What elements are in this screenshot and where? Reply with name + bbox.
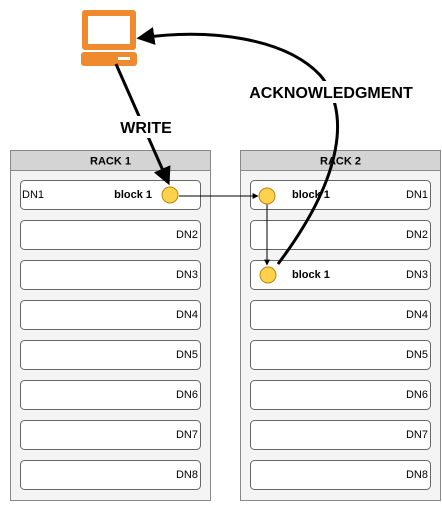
write-label-bg — [115, 116, 177, 138]
rack-1-node-dn6: DN6 — [20, 380, 201, 410]
acknowledgment-arrow — [136, 27, 339, 265]
block-1-rack1-dn1 — [161, 186, 179, 204]
node-label: DN6 — [406, 389, 428, 401]
node-label: DN5 — [176, 349, 198, 361]
rack-1: RACK 1 DN1 block 1 DN2 DN3 DN4 DN5 DN6 — [10, 150, 211, 501]
block-1-rack2-dn3 — [259, 266, 277, 284]
rack-1-node-dn4: DN4 — [20, 300, 201, 330]
rack-2-node-dn8: DN8 — [250, 460, 431, 490]
rack-1-title: RACK 1 — [90, 156, 131, 168]
rack-1-node-dn7: DN7 — [20, 420, 201, 450]
node-label: DN4 — [406, 309, 428, 321]
rack-2-node-dn2: DN2 — [250, 220, 431, 250]
node-label: DN7 — [406, 429, 428, 441]
block-label: block 1 — [292, 269, 330, 281]
rack-2-node-dn4: DN4 — [250, 300, 431, 330]
node-label: DN2 — [406, 229, 428, 241]
node-label: DN7 — [176, 429, 198, 441]
acknowledgment-label: ACKNOWLEDGMENT — [249, 85, 413, 102]
node-label: DN3 — [176, 269, 198, 281]
rack-2-node-dn1: block 1 DN1 — [250, 180, 431, 210]
node-label: DN1 — [406, 189, 428, 201]
desktop-computer-icon — [81, 10, 137, 66]
node-label: DN8 — [176, 469, 198, 481]
node-label: DN4 — [176, 309, 198, 321]
block-1-rack2-dn1 — [258, 187, 276, 205]
rack-2: RACK 2 block 1 DN1 DN2 block 1 DN3 DN4 D… — [240, 150, 441, 501]
rack-1-node-dn5: DN5 — [20, 340, 201, 370]
rack-2-node-dn5: DN5 — [250, 340, 431, 370]
rack-1-node-dn3: DN3 — [20, 260, 201, 290]
node-label: DN3 — [406, 269, 428, 281]
rack-1-node-dn1: DN1 block 1 — [20, 180, 201, 210]
node-label: DN6 — [176, 389, 198, 401]
rack-2-node-dn6: DN6 — [250, 380, 431, 410]
node-label: DN1 — [22, 189, 44, 201]
block-label: block 1 — [114, 189, 152, 201]
rack-1-node-dn8: DN8 — [20, 460, 201, 490]
rack-2-node-dn3: block 1 DN3 — [250, 260, 431, 290]
node-label: DN2 — [176, 229, 198, 241]
block-label: block 1 — [292, 189, 330, 201]
node-label: DN8 — [406, 469, 428, 481]
write-label: WRITE — [120, 120, 172, 137]
acknowledgment-label-bg — [236, 81, 426, 103]
node-label: DN5 — [406, 349, 428, 361]
rack-2-node-dn7: DN7 — [250, 420, 431, 450]
rack-2-title: RACK 2 — [320, 156, 361, 168]
rack-1-node-dn2: DN2 — [20, 220, 201, 250]
